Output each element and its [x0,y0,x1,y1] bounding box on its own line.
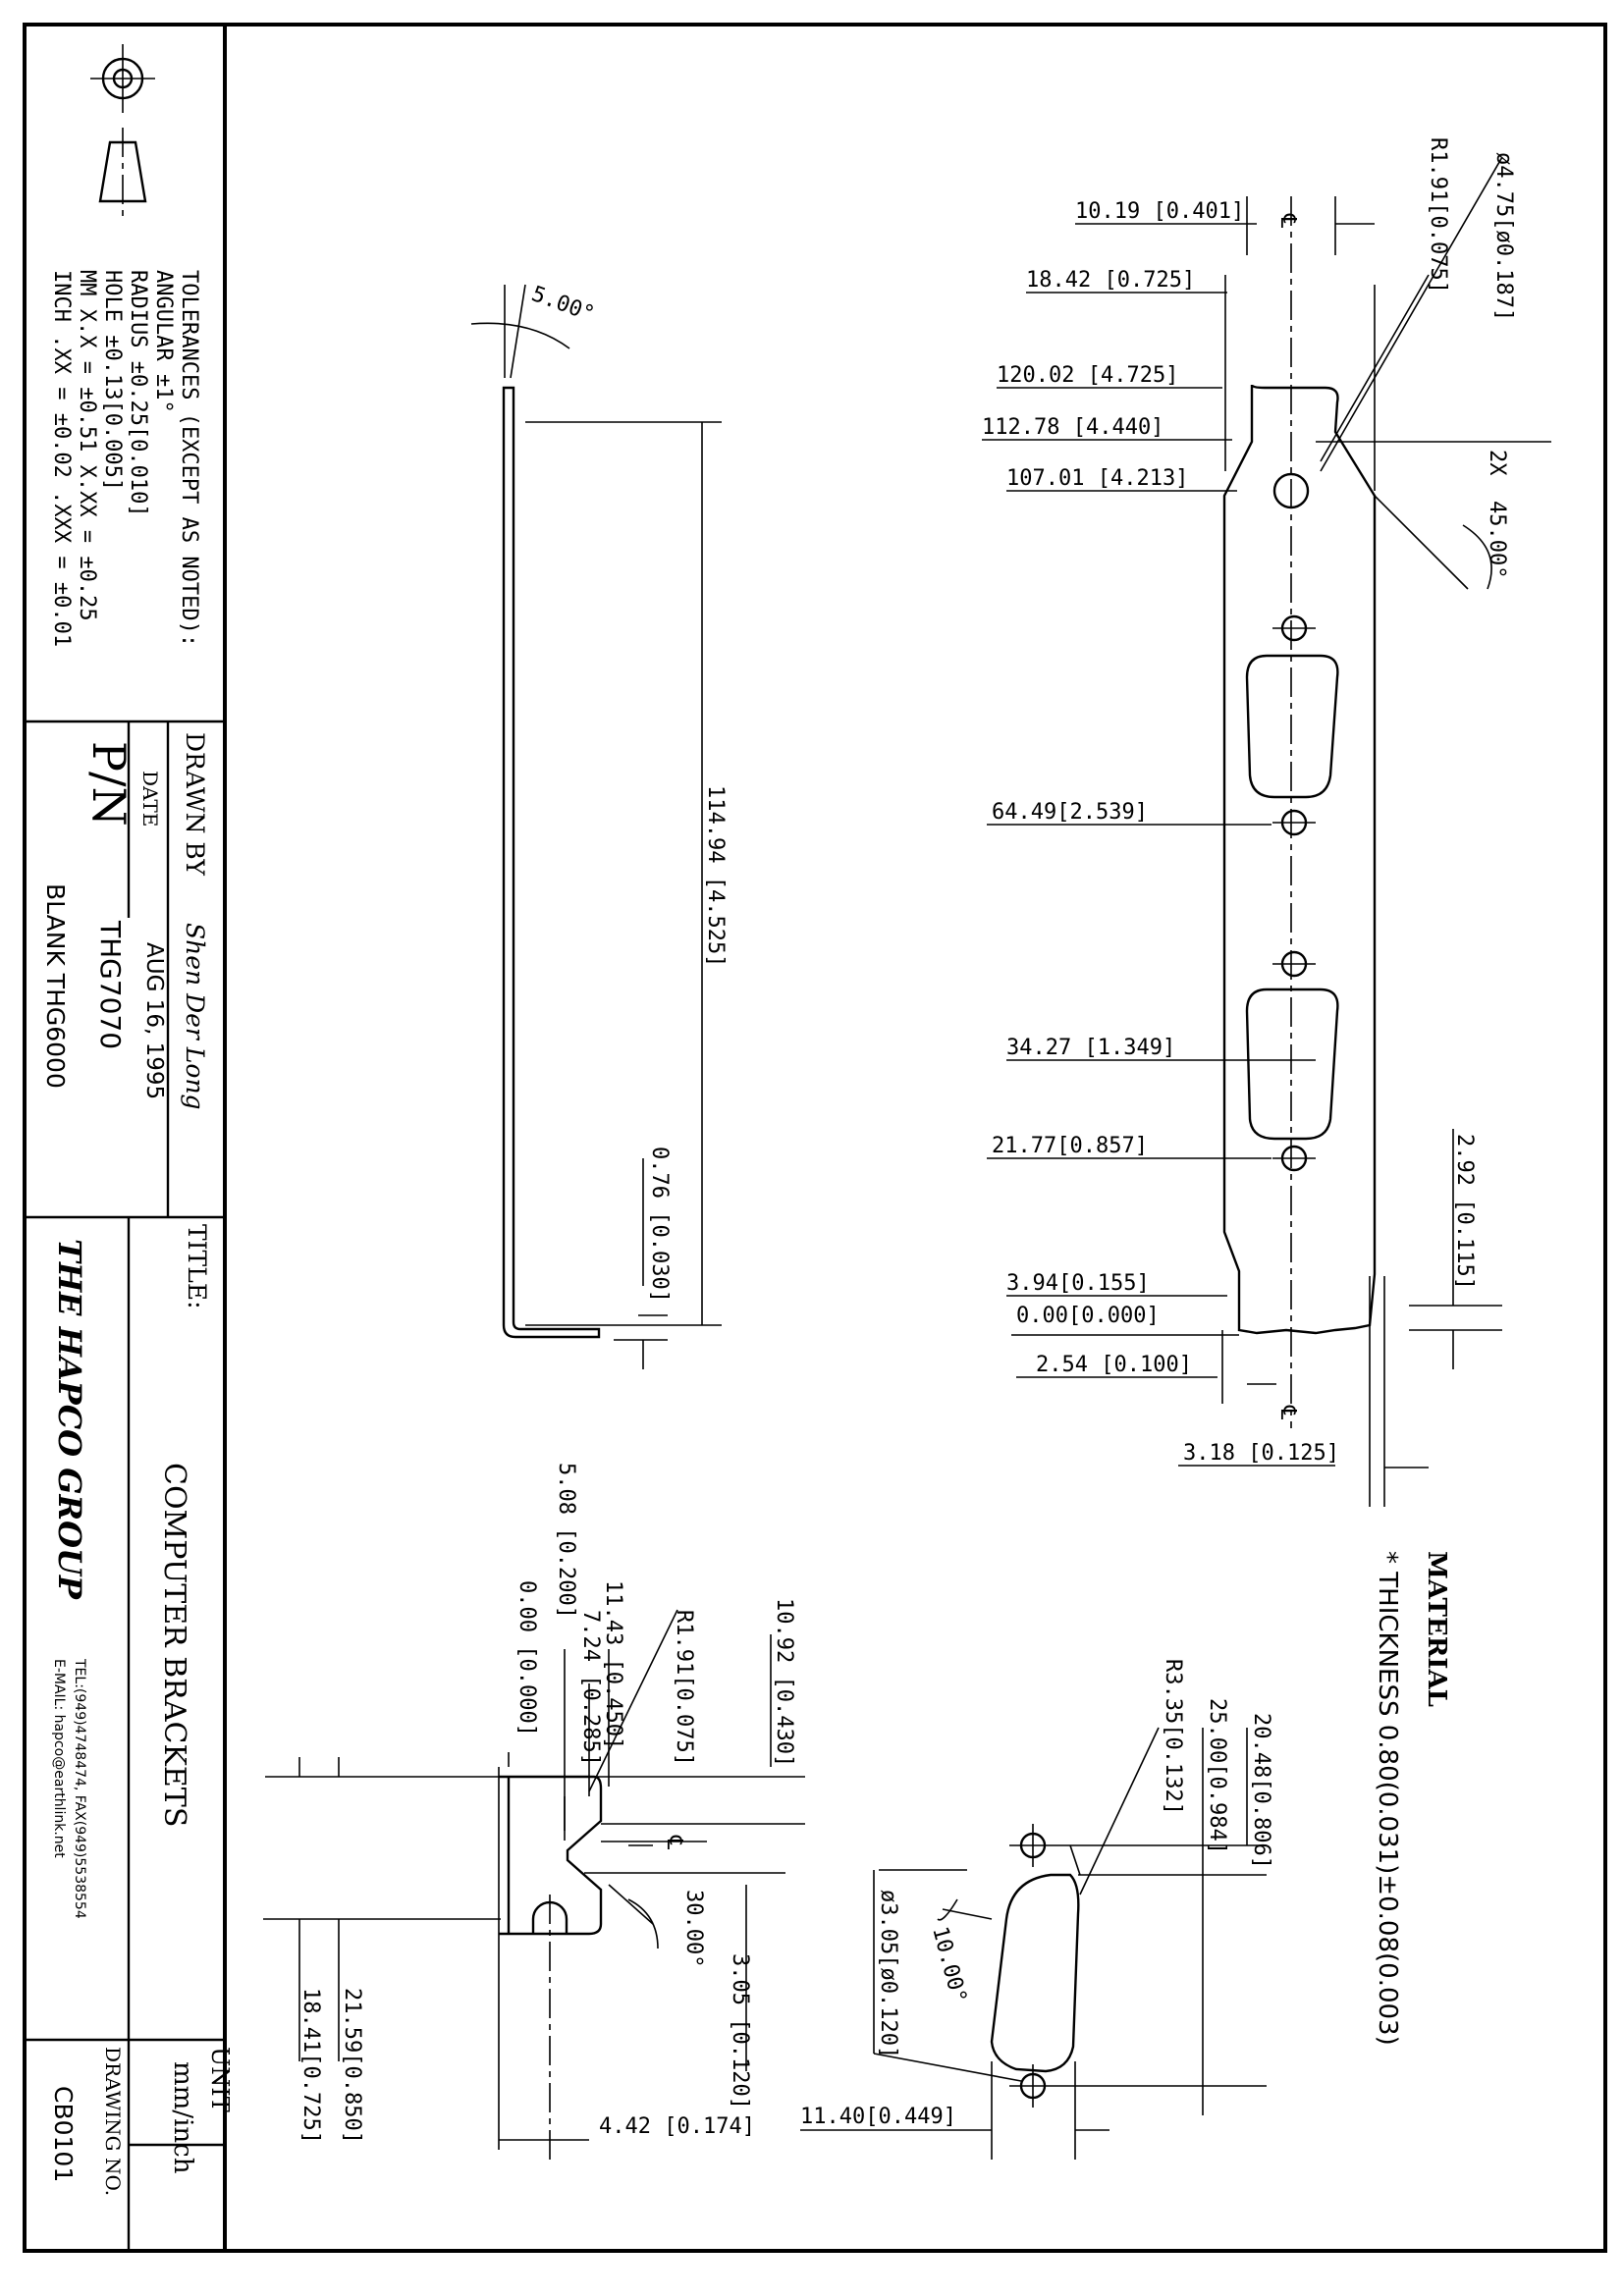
side-length: 114.94 [4.525] [703,785,728,967]
date-label: DATE [138,771,162,827]
drawn-by-value: Shen Der Long [181,923,209,1110]
detail-angle-30: 30.00° [681,1890,706,1967]
title-value: COMPUTER BRACKETS [157,1463,191,1827]
side-thickness: 0.76 [0.030] [647,1147,672,1303]
title-label: TITLE: [183,1224,211,1309]
detail-5-08: 5.08 [0.200] [554,1463,578,1619]
company-tel: TEL:(949)4748474, FAX(949)5538554 [72,1658,87,1919]
dsub-11-40: 11.40[0.449] [800,2105,956,2129]
dim-r1-91: R1.91[0.075] [1426,137,1450,294]
drawn-by-label: DRAWN BY [181,732,209,876]
dim-chamfer-45: 45.00° [1485,501,1509,578]
unit-label: UNIT [206,2047,234,2112]
dim-120-02: 120.02 [4.725] [997,363,1178,388]
dim-18-42: 18.42 [0.725] [1026,268,1195,293]
detail-3-05: 3.05 [0.120] [728,1953,752,2109]
detail-r1-91: R1.91[0.075] [672,1610,696,1766]
bracket-front-view [1222,196,1377,1428]
pn-value: THG7070 [94,920,127,1049]
dim-34-27: 34.27 [1.349] [1006,1036,1175,1060]
detail-centerline: ℄ [662,1835,686,1850]
date-value: AUG 16, 1995 [141,942,167,1099]
projection-symbol-icon [90,44,155,218]
dim-0-00: 0.00[0.000] [1016,1304,1160,1328]
side-angle-5: 5.00° [528,282,598,327]
dsub-25-00: 25.00[0.984] [1205,1698,1229,1854]
dim-112-78: 112.78 [4.440] [982,415,1163,440]
dim-2x: 2X [1485,450,1509,476]
dim-3-18: 3.18 [0.125] [1183,1441,1339,1466]
detail-21-59: 21.59[0.850] [340,1988,364,2144]
dsub-20-48: 20.48[0.806] [1249,1713,1273,1869]
material-heading: MATERIAL [1422,1551,1451,1707]
dsub-detail-view [800,1727,1267,2160]
detail-7-24: 7.24 [0.285] [578,1610,603,1766]
centerline-mark-bottom: ℄ [1275,1405,1300,1420]
dim-21-77: 21.77[0.857] [992,1134,1148,1158]
outer-border [23,23,1607,2253]
company-email: E-MAIL: hapco@earthlink.net [51,1659,67,1858]
pn-blank: BLANK THG6000 [41,883,70,1089]
dsub-angle-10: 10.00° [927,1924,971,2005]
tolerance-angular: ANGULAR ±1° [151,270,176,413]
dim-3-94: 3.94[0.155] [1006,1271,1150,1296]
bracket-side-view [470,284,722,1369]
detail-18-41: 18.41[0.725] [298,1988,323,2144]
dim-2-54: 2.54 [0.100] [1036,1353,1192,1377]
notch-detail-view [263,1609,805,2160]
drawing-no-value: CB0101 [49,2086,78,2182]
dim-10-19: 10.19 [0.401] [1075,199,1244,224]
dim-64-49: 64.49[2.539] [992,800,1148,825]
detail-4-42: 4.42 [0.174] [599,2114,755,2139]
dsub-hole-3-05: ø3.05[ø0.120] [876,1890,900,2058]
dim-hole-4-75: ø4.75[ø0.187] [1491,152,1516,321]
centerline-mark-top: ℄ [1275,213,1300,229]
bracket-front-dims [982,156,1551,1507]
unit-value: mm/inch [168,2061,197,2174]
tolerance-inch: INCH .XX = ±0.02 .XXX = ±0.01 [49,270,74,647]
tolerance-radius: RADIUS ±0.25[0.010] [126,270,150,517]
pn-label: P/N [82,741,135,827]
drawing-no-label: DRAWING NO. [101,2047,125,2196]
dim-tab-2-92: 2.92 [0.115] [1452,1134,1477,1290]
dsub-r3-35: R3.35[0.132] [1161,1659,1185,1815]
detail-10-92: 10.92 [0.430] [772,1598,796,1767]
material-thickness: * THICKNESS 0.80(0.031)±0.08(0.003) [1373,1551,1402,2046]
detail-11-43: 11.43 [0.450] [601,1580,625,1749]
dim-107-01: 107.01 [4.213] [1006,466,1188,491]
tolerance-hole: HOLE ±0.13[0.005] [100,270,125,491]
tolerance-heading: TOLERANCES (EXCEPT AS NOTED): [177,270,201,647]
tolerance-mm: MM X.X = ±0.51 X.XX = ±0.25 [75,270,99,621]
company-name: THE HAPCO GROUP [51,1239,88,1600]
detail-0-00: 0.00 [0.000] [514,1580,539,1736]
